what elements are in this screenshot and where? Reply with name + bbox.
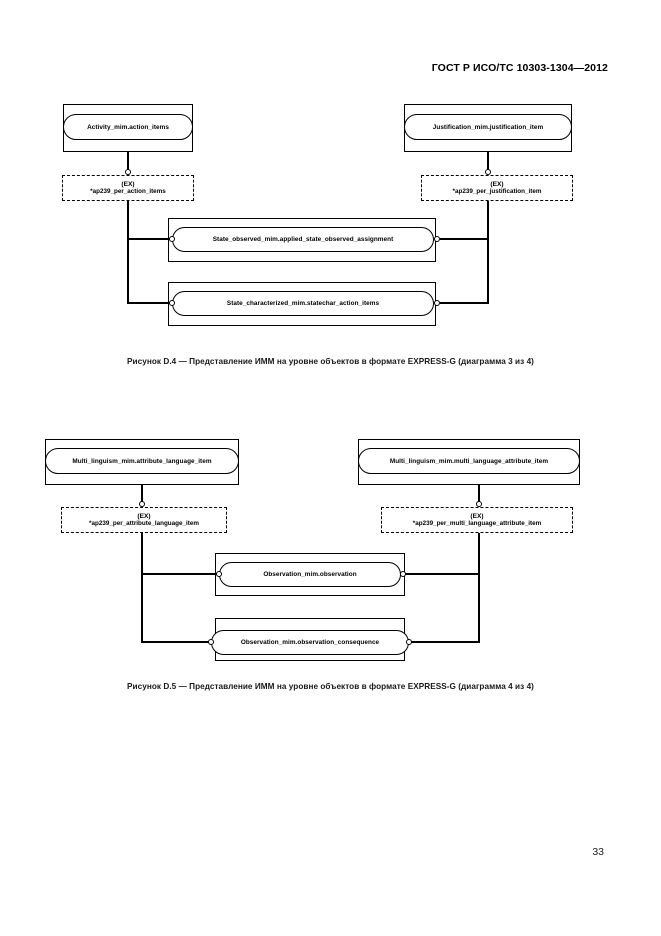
page-number: 33 [592, 846, 604, 858]
ex-box-ap239-per-attribute-language-item: (EX) *ap239_per_attribute_language_item [61, 507, 227, 533]
connector-node-right-top [476, 501, 482, 507]
connector-right-trunk [478, 533, 480, 643]
connector-node-left-lower-oval [208, 639, 214, 645]
connector-node-right-top [485, 169, 491, 175]
connector-left-branch-upper [127, 238, 172, 240]
ex-tag-label: (EX) [137, 512, 151, 520]
ex-name-label: *ap239_per_multi_language_attribute_item [412, 520, 542, 528]
connector-right-branch-upper [440, 238, 488, 240]
connector-left-branch-upper [141, 573, 219, 575]
figure-d4-diagram: Activity_mim.action_items (EX) *ap239_pe… [0, 90, 661, 345]
oval-multi-linguism-mim-multi-language-attribute-item: Multi_linguism_mim.multi_language_attrib… [358, 448, 580, 474]
connector-node-right-upper-oval [400, 571, 406, 577]
oval-state-characterized-mim-statechar-action-items: State_characterized_mim.statechar_action… [172, 291, 434, 316]
connector-right-branch-upper [404, 573, 479, 575]
connector-right-top-vertical [487, 152, 489, 173]
oval-activity-mim-action-items: Activity_mim.action_items [63, 114, 193, 140]
connector-node-left-upper-oval [169, 236, 175, 242]
connector-node-right-lower-oval [406, 639, 412, 645]
connector-node-left-lower-oval [169, 300, 175, 306]
document-header: ГОСТ Р ИСО/ТС 10303-1304—2012 [431, 62, 608, 74]
connector-left-trunk [141, 533, 143, 643]
oval-justification-mim-justification-item: Justification_mim.justification_item [404, 114, 572, 140]
connector-right-top-vertical [478, 485, 480, 505]
connector-node-left-upper-oval [216, 571, 222, 577]
connector-left-branch-lower [141, 641, 211, 643]
ex-box-ap239-per-multi-language-attribute-item: (EX) *ap239_per_multi_language_attribute… [381, 507, 573, 533]
connector-node-left-top [125, 169, 131, 175]
connector-left-trunk [127, 201, 129, 304]
ex-box-ap239-per-action-items: (EX) *ap239_per_action_items [62, 175, 194, 201]
ex-tag-label: (EX) [121, 180, 135, 188]
ex-name-label: *ap239_per_action_items [90, 188, 166, 196]
connector-node-left-top [139, 501, 145, 507]
connector-node-right-lower-oval [434, 300, 440, 306]
connector-right-trunk [487, 201, 489, 304]
ex-name-label: *ap239_per_attribute_language_item [89, 520, 199, 528]
oval-state-observed-mim-applied-state-observed-assignment: State_observed_mim.applied_state_observe… [172, 227, 434, 252]
oval-observation-mim-observation-consequence: Observation_mim.observation_consequence [211, 630, 409, 655]
ex-box-ap239-per-justification-item: (EX) *ap239_per_justification_item [421, 175, 573, 201]
connector-left-branch-lower [127, 302, 172, 304]
oval-observation-mim-observation: Observation_mim.observation [219, 562, 401, 587]
connector-left-top-vertical [141, 485, 143, 505]
connector-right-branch-lower [409, 641, 479, 643]
oval-multi-linguism-mim-attribute-language-item: Multi_linguism_mim.attribute_language_it… [45, 448, 239, 474]
figure-d5-caption: Рисунок D.5 — Представление ИММ на уровн… [127, 682, 534, 691]
figure-d5-diagram: Multi_linguism_mim.attribute_language_it… [0, 425, 661, 670]
figure-d4-caption: Рисунок D.4 — Представление ИММ на уровн… [127, 357, 534, 366]
connector-right-branch-lower [440, 302, 488, 304]
ex-name-label: *ap239_per_justification_item [452, 188, 542, 196]
ex-tag-label: (EX) [490, 180, 504, 188]
connector-left-top-vertical [127, 152, 129, 173]
connector-node-right-upper-oval [434, 236, 440, 242]
ex-tag-label: (EX) [470, 512, 484, 520]
